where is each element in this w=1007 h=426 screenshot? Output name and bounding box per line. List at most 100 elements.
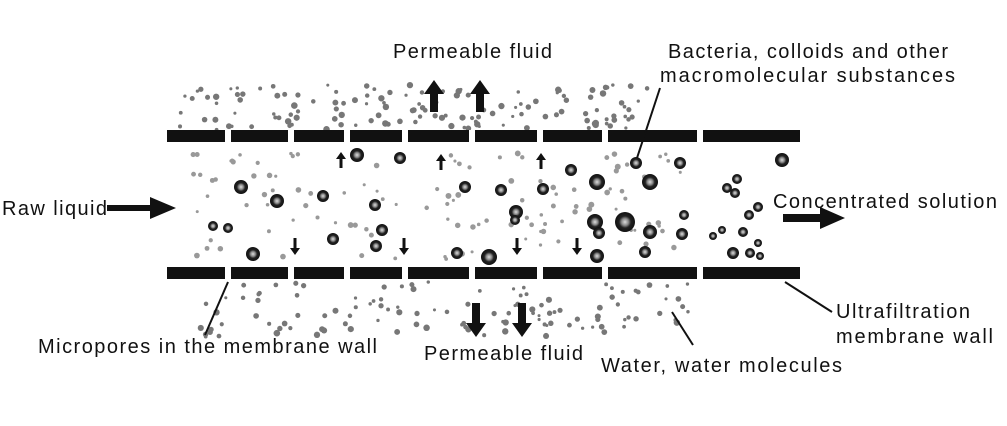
macromolecule-particle bbox=[590, 249, 604, 263]
water-molecule-dot bbox=[476, 114, 482, 120]
water-molecule-dot bbox=[604, 155, 610, 161]
water-molecule-dot bbox=[524, 237, 528, 241]
water-molecule-dot bbox=[459, 87, 463, 92]
water-molecule-dot bbox=[554, 192, 559, 196]
permeate-down-arrow bbox=[512, 303, 532, 337]
membrane-wall-bottom bbox=[167, 267, 800, 279]
water-molecule-dot bbox=[618, 100, 625, 106]
water-molecule-dot bbox=[217, 245, 224, 252]
water-molecule-dot bbox=[178, 110, 183, 115]
water-molecule-dot bbox=[396, 305, 400, 309]
micropore bbox=[225, 130, 231, 142]
water-molecule-dot bbox=[368, 302, 372, 306]
water-molecule-dot bbox=[615, 302, 620, 307]
macromolecule-particle bbox=[459, 181, 471, 193]
water-molecule-dot bbox=[417, 102, 421, 106]
water-molecule-dot bbox=[529, 222, 535, 228]
water-molecule-dot bbox=[623, 196, 628, 201]
water-molecule-dot bbox=[203, 301, 209, 307]
water-molecule-dot bbox=[291, 102, 298, 109]
water-molecule-dot bbox=[295, 152, 301, 157]
water-molecule-dot bbox=[465, 125, 472, 132]
water-molecule-dot bbox=[666, 158, 671, 163]
raw-liquid-arrow bbox=[107, 197, 176, 219]
water-molecule-dot bbox=[604, 189, 611, 196]
water-molecule-dot bbox=[624, 126, 628, 130]
water-molecule-dot bbox=[596, 304, 603, 311]
water-molecule-dot bbox=[273, 329, 281, 337]
water-molecule-dot bbox=[229, 87, 233, 91]
water-molecule-dot bbox=[623, 114, 628, 119]
macromolecule-particle bbox=[317, 190, 329, 202]
water-molecule-dot bbox=[633, 228, 637, 232]
water-molecule-dot bbox=[550, 184, 557, 191]
water-molecule-dot bbox=[338, 121, 344, 128]
water-molecule-dot bbox=[409, 282, 415, 288]
water-molecule-dot bbox=[460, 322, 464, 327]
label-permeable-top: Permeable fluid bbox=[393, 41, 552, 63]
water-molecule-dot bbox=[413, 321, 420, 328]
water-molecule-dot bbox=[282, 91, 288, 97]
water-molecule-dot bbox=[274, 92, 281, 99]
water-molecule-dot bbox=[611, 151, 618, 157]
water-molecule-dot bbox=[212, 93, 220, 100]
water-molecule-dot bbox=[380, 197, 385, 202]
water-molecule-dot bbox=[333, 106, 339, 112]
water-molecule-dot bbox=[414, 310, 420, 317]
water-molecule-dot bbox=[561, 93, 567, 99]
water-molecule-dot bbox=[518, 102, 523, 106]
water-molecule-dot bbox=[270, 83, 276, 89]
macromolecule-particle bbox=[376, 224, 388, 236]
macromolecule-particle bbox=[756, 252, 764, 260]
water-molecule-dot bbox=[394, 202, 398, 207]
macromolecule-particle bbox=[738, 227, 748, 237]
water-molecule-dot bbox=[342, 321, 348, 327]
label-micropores: Micropores in the membrane wall bbox=[38, 336, 377, 358]
water-molecule-dot bbox=[265, 202, 270, 207]
water-molecule-dot bbox=[524, 215, 529, 220]
water-molecule-dot bbox=[592, 119, 599, 127]
macromolecule-particle bbox=[745, 248, 755, 258]
water-molecule-dot bbox=[602, 84, 609, 91]
water-molecule-dot bbox=[413, 119, 418, 125]
water-molecule-dot bbox=[410, 286, 417, 293]
water-molecule-dot bbox=[543, 332, 550, 339]
water-molecule-dot bbox=[326, 83, 330, 87]
water-molecule-dot bbox=[550, 203, 556, 209]
water-molecule-dot bbox=[290, 154, 295, 159]
water-molecule-dot bbox=[545, 296, 552, 303]
water-molecule-dot bbox=[514, 150, 521, 157]
macromolecule-particle bbox=[679, 210, 689, 220]
water-molecule-dot bbox=[622, 104, 627, 109]
micropore bbox=[469, 267, 475, 279]
small-up-arrow bbox=[336, 152, 346, 168]
water-molecule-dot bbox=[382, 100, 386, 105]
water-molecule-dot bbox=[235, 86, 239, 90]
water-molecule-dot bbox=[538, 243, 543, 247]
water-molecule-dot bbox=[560, 219, 564, 224]
macromolecule-particle bbox=[246, 247, 260, 261]
water-molecule-dot bbox=[189, 95, 195, 101]
water-molecule-dot bbox=[364, 93, 370, 98]
macromolecule-particle bbox=[509, 205, 523, 219]
water-molecule-dot bbox=[204, 245, 210, 251]
water-molecule-dot bbox=[373, 162, 380, 169]
water-molecule-dot bbox=[511, 114, 515, 119]
water-molecule-dot bbox=[660, 228, 665, 234]
water-molecule-dot bbox=[617, 240, 623, 246]
water-molecule-dot bbox=[521, 285, 526, 290]
micropore bbox=[402, 130, 408, 142]
water-molecule-dot bbox=[201, 116, 208, 123]
water-molecule-dot bbox=[376, 318, 380, 323]
micropore bbox=[288, 267, 294, 279]
water-molecule-dot bbox=[608, 187, 612, 191]
water-molecule-dot bbox=[322, 313, 328, 319]
water-molecule-dot bbox=[476, 222, 481, 227]
water-molecule-dot bbox=[378, 95, 385, 102]
water-molecule-dot bbox=[364, 102, 369, 106]
water-molecule-dot bbox=[548, 320, 554, 326]
macromolecule-particle bbox=[630, 157, 642, 169]
small-up-arrow bbox=[536, 153, 546, 169]
water-molecule-dot bbox=[538, 179, 543, 184]
water-molecule-dot bbox=[321, 327, 328, 334]
